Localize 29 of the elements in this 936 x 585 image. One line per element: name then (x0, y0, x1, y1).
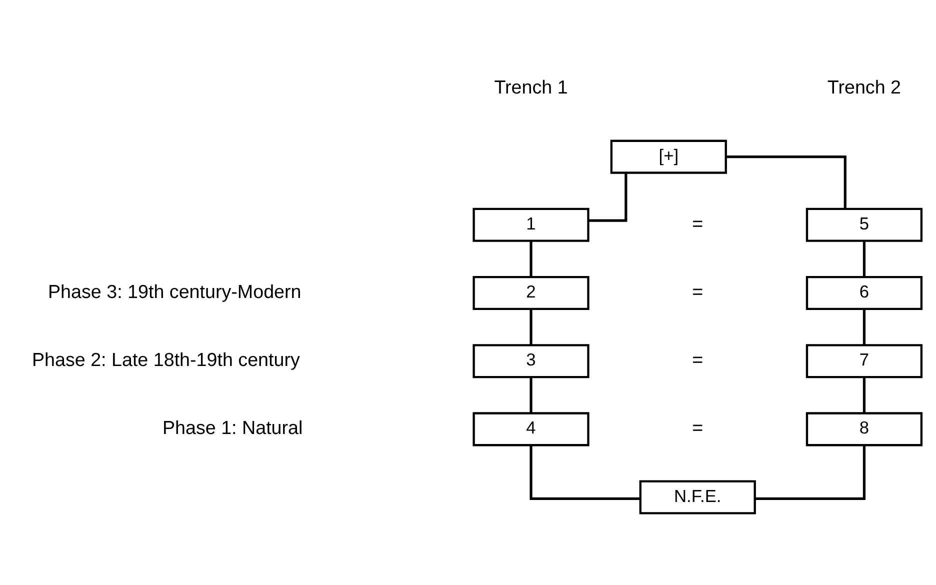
connector (530, 444, 640, 500)
connector (862, 377, 866, 412)
node-box: 1 (472, 207, 590, 242)
node-box: N.F.E. (639, 480, 756, 514)
node-box: 2 (472, 275, 590, 310)
node-box: 7 (806, 344, 923, 378)
label: = (692, 416, 704, 438)
connector (588, 172, 628, 222)
label: Trench 1 (494, 76, 568, 98)
label: Phase 1: Natural (162, 416, 303, 438)
node-box: 4 (472, 412, 590, 446)
connector (530, 308, 532, 344)
label: = (692, 280, 704, 302)
connector (862, 308, 866, 344)
node-box: [+] (610, 139, 727, 174)
connector (862, 240, 866, 276)
label: Phase 2: Late 18th-19th century (32, 348, 300, 370)
label: = (692, 348, 704, 370)
node-box: 6 (806, 275, 923, 310)
label: Trench 2 (827, 76, 902, 98)
connector (754, 444, 866, 500)
node-box: 5 (806, 207, 923, 242)
connector (530, 377, 532, 412)
connector (726, 155, 846, 208)
node-box: 8 (806, 412, 923, 446)
label: Phase 3: 19th century-Modern (48, 280, 302, 302)
node-box: 3 (472, 344, 590, 378)
connector (530, 240, 532, 276)
label: = (692, 212, 704, 234)
